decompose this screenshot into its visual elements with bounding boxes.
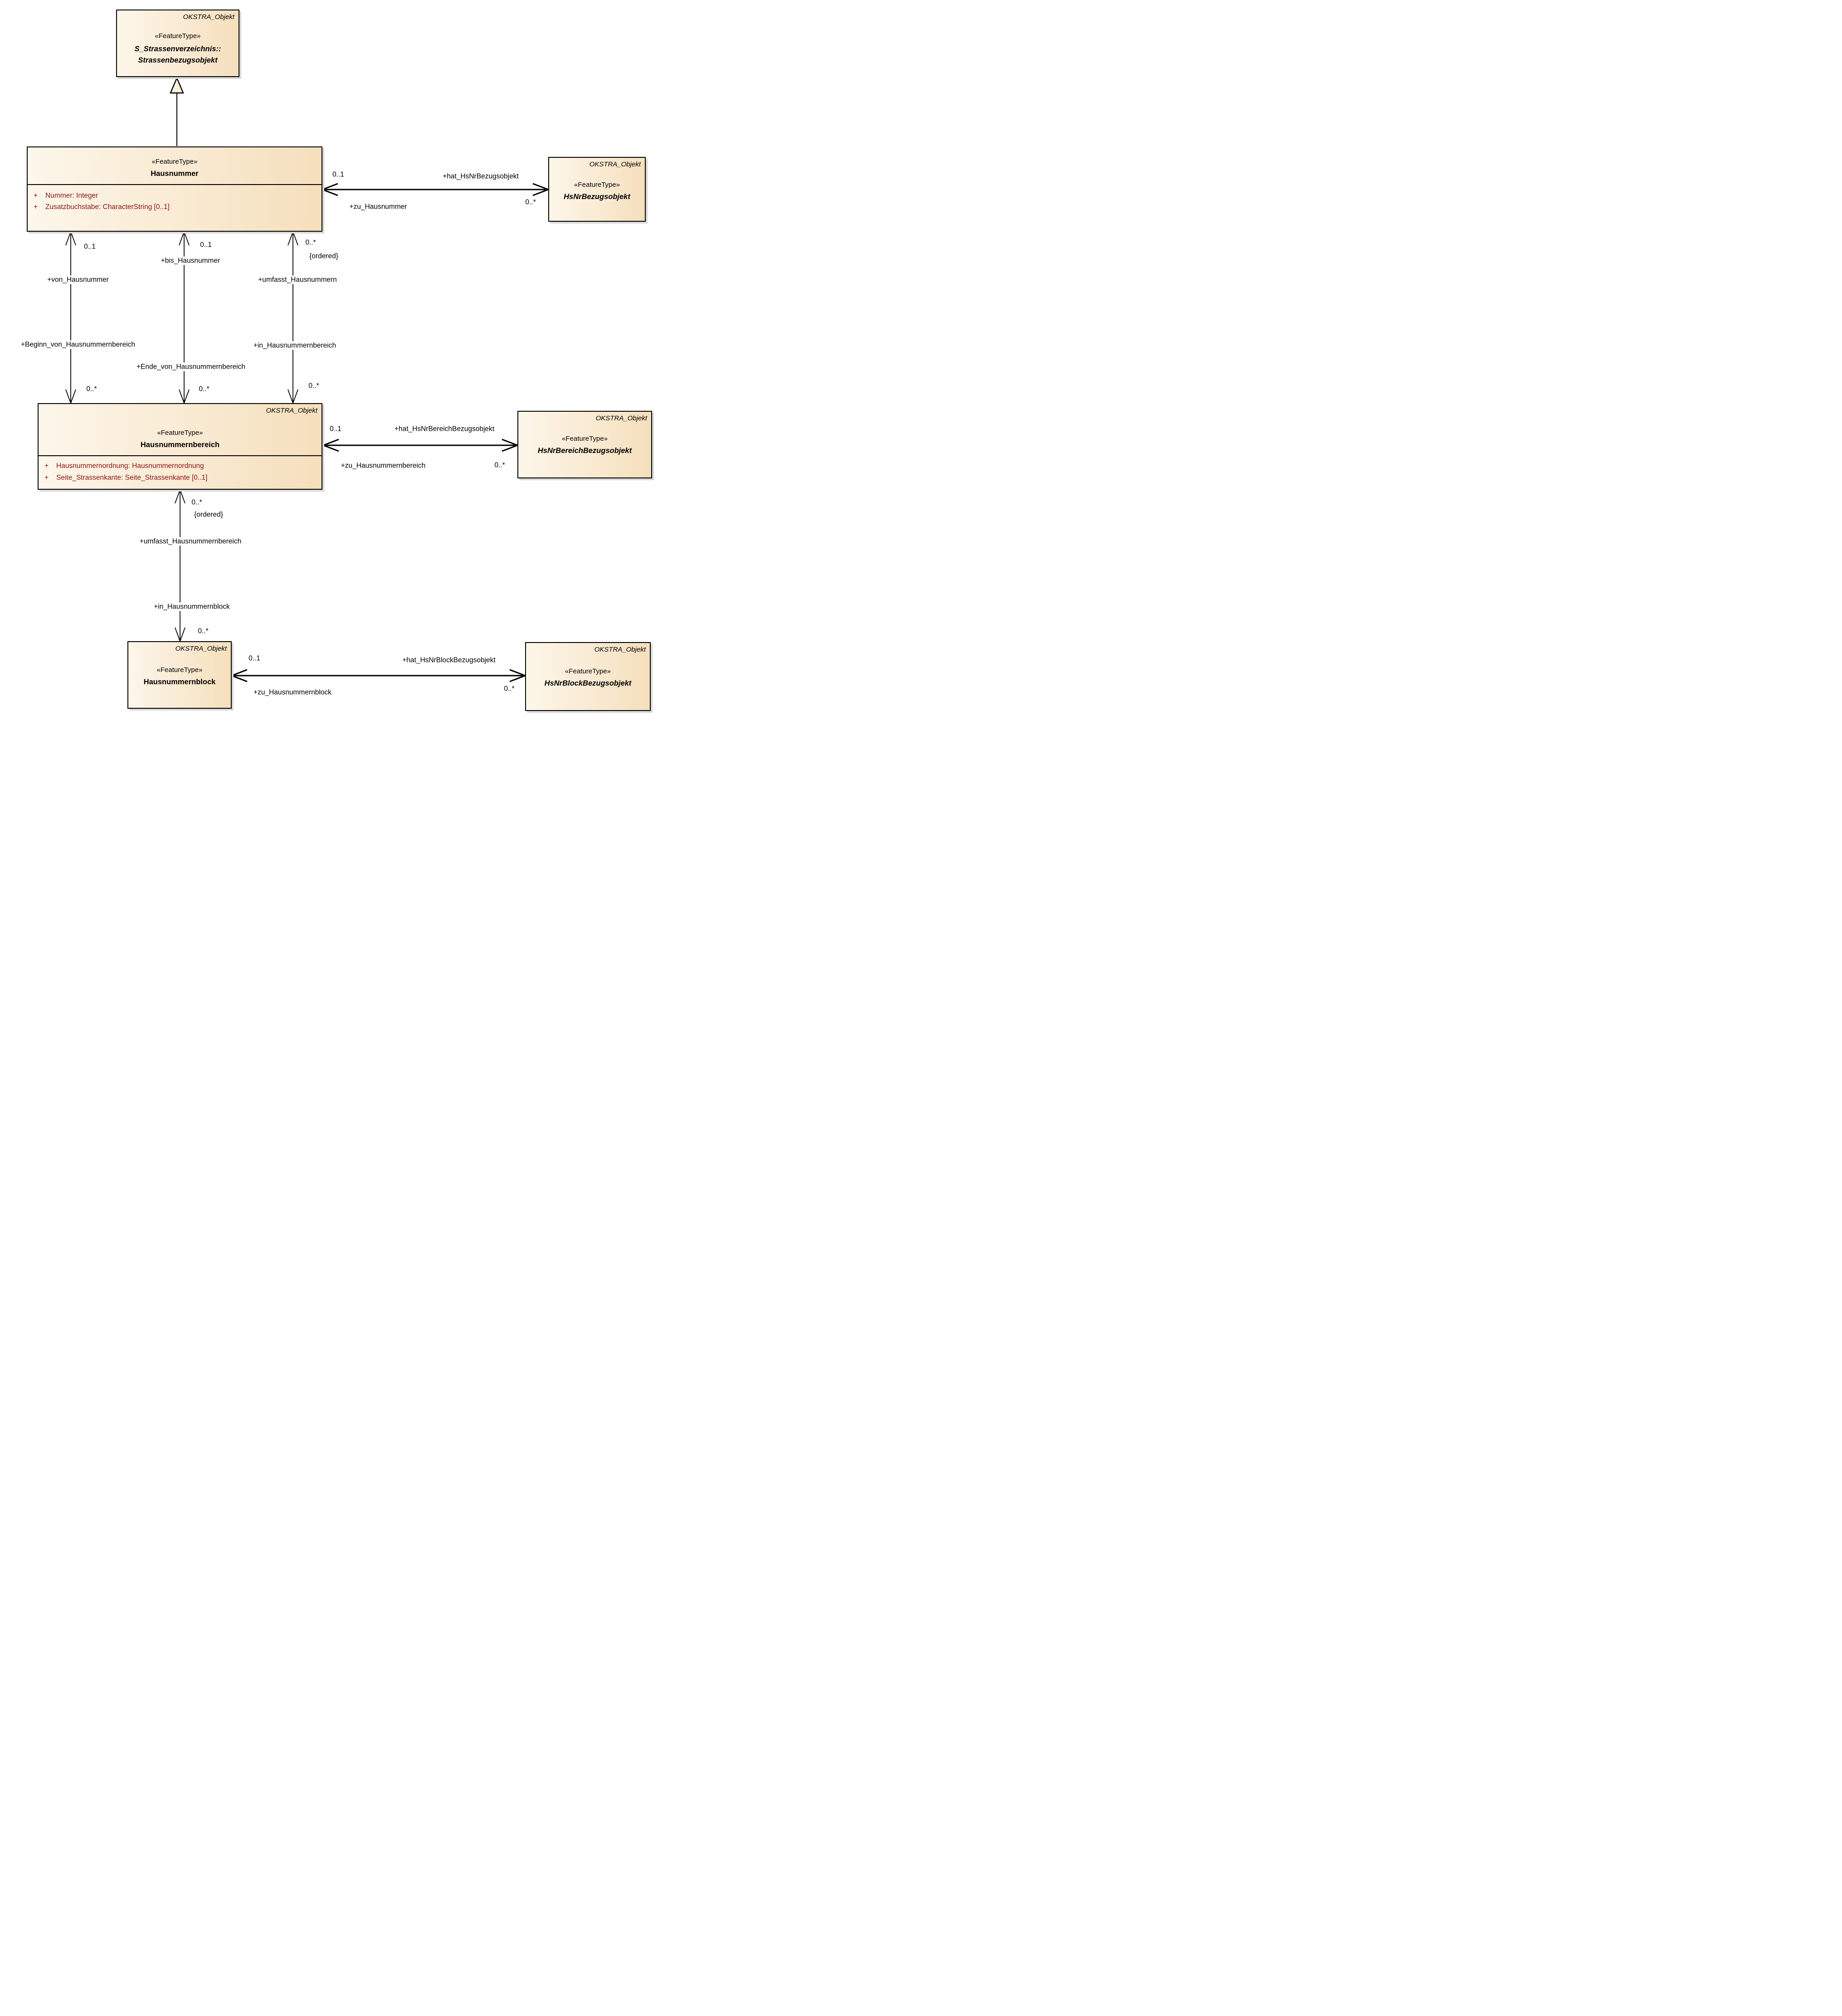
role-label: +zu_Hausnummernblock — [253, 688, 331, 696]
role-label: +Ende_von_Hausnummernbereich — [135, 362, 247, 371]
role-label: +in_Hausnummernblock — [152, 602, 231, 611]
attribute-visibility: + — [44, 474, 49, 482]
role-label: +zu_Hausnummernbereich — [341, 462, 426, 470]
role-label: +umfasst_Hausnummern — [257, 275, 338, 284]
class-name: HsNrBlockBezugsobjekt — [544, 679, 632, 687]
role-label: +hat_HsNrBereichBezugsobjekt — [394, 425, 495, 433]
role-label: +umfasst_Hausnummernbereich — [138, 537, 243, 546]
class-box-hausnummernbereich[interactable]: OKSTRA_Objekt «FeatureType» Hausnummernb… — [38, 403, 322, 490]
multiplicity-label: 0..1 — [200, 241, 212, 249]
constraint-label: {ordered} — [309, 252, 338, 260]
association-umfasst-hausnummern — [288, 230, 298, 404]
multiplicity-label: 0..1 — [332, 170, 344, 179]
class-stereotype: «FeatureType» — [156, 666, 203, 674]
attribute-visibility: + — [34, 203, 38, 211]
uml-class-diagram: OKSTRA_Objekt «FeatureType» S_Strassenve… — [0, 0, 658, 720]
role-label: +hat_HsNrBezugsobjekt — [443, 172, 519, 180]
class-meta: OKSTRA_Objekt — [595, 414, 647, 422]
class-name: Hausnummer — [151, 170, 199, 178]
class-name: HsNrBereichBezugsobjekt — [537, 447, 632, 455]
role-label: +bis_Hausnummer — [159, 256, 222, 265]
multiplicity-label: 0..* — [198, 627, 209, 635]
attribute-row: + Nummer: Integer — [28, 190, 322, 201]
multiplicity-label: 0..* — [305, 239, 316, 247]
class-box-hsnrbereichbezugsobjekt[interactable]: OKSTRA_Objekt «FeatureType» HsNrBereichB… — [517, 411, 652, 478]
class-name-line2: Strassenbezugsobjekt — [138, 56, 218, 64]
association-hat-hsnrbereichbezugsobjekt — [321, 438, 520, 452]
attribute-text: Hausnummernordnung: Hausnummernordnung — [56, 462, 204, 470]
multiplicity-label: 0..1 — [84, 243, 96, 251]
attribute-text: Seite_Strassenkante: Seite_Strassenkante… — [56, 474, 208, 482]
multiplicity-label: 0..* — [525, 198, 536, 206]
attribute-text: Zusatzbuchstabe: CharacterString [0..1] — [45, 203, 170, 211]
attribute-row: + Zusatzbuchstabe: CharacterString [0..1… — [28, 201, 322, 213]
class-meta: OKSTRA_Objekt — [175, 645, 227, 653]
association-umfasst-hausnummernbereich — [175, 488, 185, 643]
generalization-connector — [170, 76, 184, 146]
class-box-hausnummer[interactable]: «FeatureType» Hausnummer + Nummer: Integ… — [27, 146, 322, 232]
class-stereotype: «FeatureType» — [565, 667, 611, 675]
class-meta: OKSTRA_Objekt — [266, 407, 317, 414]
role-label: +in_Hausnummernbereich — [252, 341, 338, 350]
role-label: +Beginn_von_Hausnummernbereich — [19, 340, 137, 349]
class-stereotype: «FeatureType» — [151, 158, 198, 166]
role-label: +zu_Hausnummer — [349, 203, 407, 211]
class-stereotype: «FeatureType» — [157, 429, 203, 437]
role-label: +von_Hausnummer — [46, 275, 110, 284]
class-name: HsNrBezugsobjekt — [564, 193, 630, 201]
multiplicity-label: 0..* — [86, 385, 97, 393]
diagram-connectors — [65, 76, 551, 682]
multiplicity-label: 0..* — [504, 685, 515, 693]
class-meta: OKSTRA_Objekt — [594, 646, 646, 653]
class-box-strassenbezugsobjekt[interactable]: OKSTRA_Objekt «FeatureType» S_Strassenve… — [116, 10, 239, 77]
class-box-hausnummernblock[interactable]: OKSTRA_Objekt «FeatureType» Hausnummernb… — [127, 641, 232, 709]
class-name: Hausnummernblock — [143, 678, 216, 686]
class-stereotype: «FeatureType» — [155, 32, 201, 40]
multiplicity-label: 0..1 — [330, 425, 341, 433]
class-box-hsnrbezugsobjekt[interactable]: OKSTRA_Objekt «FeatureType» HsNrBezugsob… — [548, 157, 646, 222]
multiplicity-label: 0..* — [308, 382, 319, 390]
class-box-hsnrblockbezugsobjekt[interactable]: OKSTRA_Objekt «FeatureType» HsNrBlockBez… — [525, 642, 651, 711]
class-name-line1: S_Strassenverzeichnis:: — [134, 45, 221, 53]
attribute-row: + Seite_Strassenkante: Seite_Strassenkan… — [39, 472, 322, 484]
attribute-visibility: + — [44, 462, 49, 470]
attribute-row: + Hausnummernordnung: Hausnummernordnung — [39, 460, 322, 472]
association-hat-hsnrbezugsobjekt — [320, 183, 551, 196]
association-hat-hsnrblockbezugsobjekt — [229, 669, 527, 682]
class-meta: OKSTRA_Objekt — [183, 13, 234, 21]
association-von-hausnummer — [65, 230, 76, 404]
class-name: Hausnummernbereich — [140, 441, 220, 449]
class-meta: OKSTRA_Objekt — [589, 161, 641, 168]
class-stereotype: «FeatureType» — [574, 181, 620, 189]
multiplicity-label: 0..* — [191, 498, 202, 506]
attribute-visibility: + — [34, 192, 38, 200]
multiplicity-label: 0..* — [494, 461, 505, 469]
multiplicity-label: 0..1 — [249, 654, 260, 662]
attribute-text: Nummer: Integer — [45, 192, 98, 200]
role-label: +hat_HsNrBlockBezugsobjekt — [402, 656, 496, 664]
multiplicity-label: 0..* — [199, 385, 210, 393]
class-stereotype: «FeatureType» — [562, 435, 608, 443]
constraint-label: {ordered} — [194, 511, 223, 519]
